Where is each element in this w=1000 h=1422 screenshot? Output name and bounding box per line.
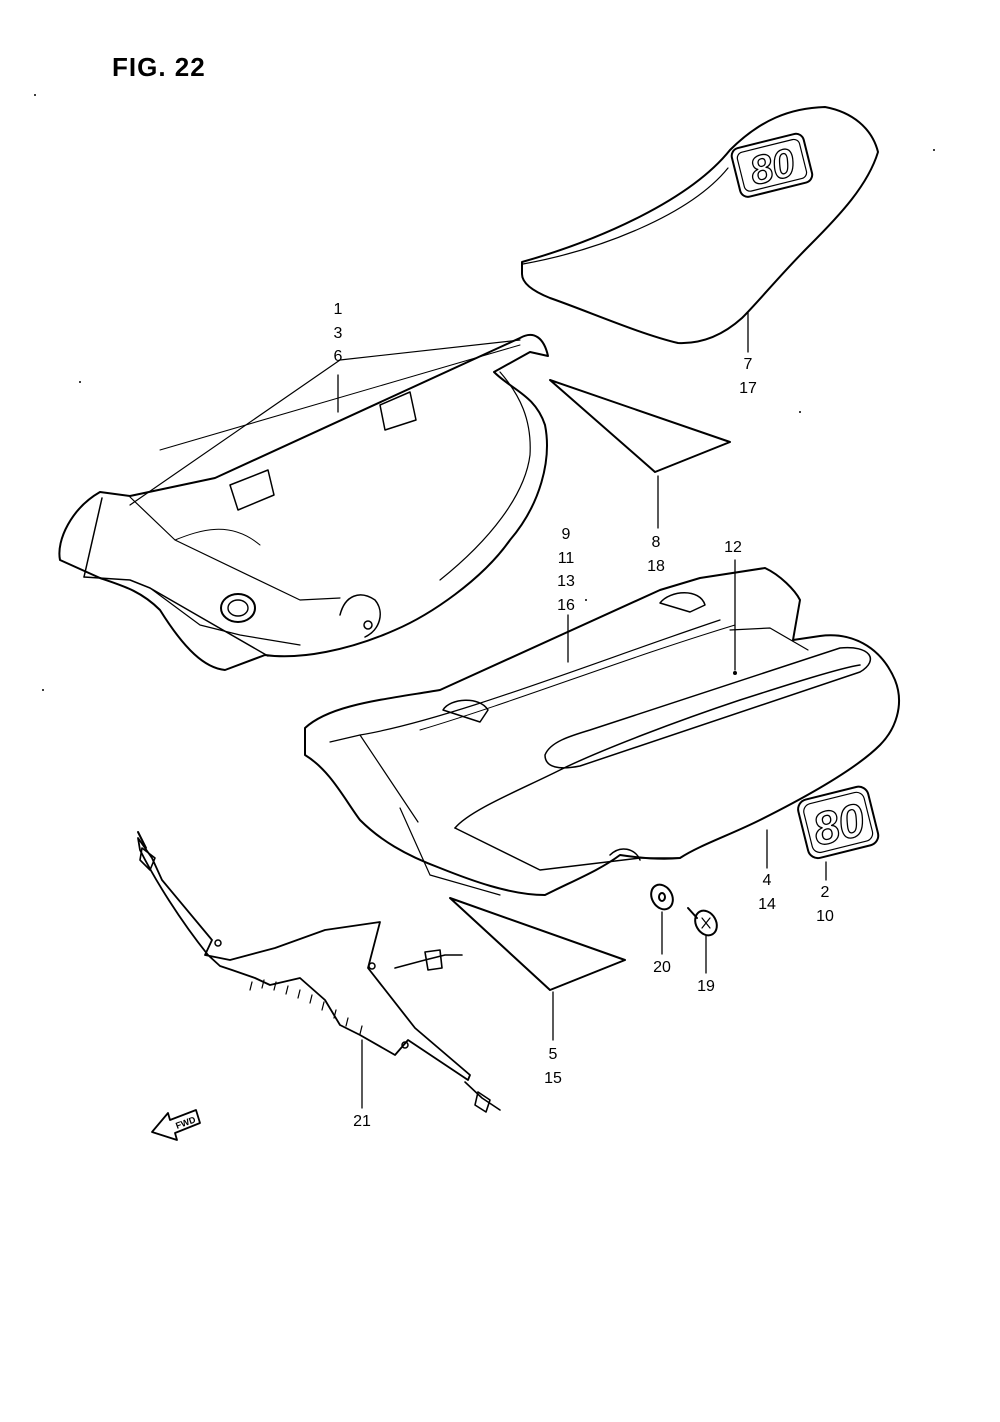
callout-number: 1 bbox=[333, 301, 343, 318]
callout-number: 18 bbox=[647, 557, 665, 575]
screw-part bbox=[687, 907, 718, 937]
callout-number: 21 bbox=[353, 1113, 371, 1130]
callout-number: 6 bbox=[333, 348, 343, 365]
callout-19: 19 bbox=[676, 975, 736, 999]
callout-12: 12 bbox=[703, 536, 763, 560]
callout-number: 17 bbox=[739, 379, 757, 397]
callout-number: 8 bbox=[651, 534, 661, 551]
callout-number: 13 bbox=[557, 573, 575, 590]
seat-emblem-80: 80 bbox=[730, 132, 814, 198]
callout-number: 9 bbox=[561, 526, 571, 543]
callout-21: 21 bbox=[332, 1110, 392, 1134]
leader-lines bbox=[337, 311, 827, 1109]
washer-part bbox=[650, 883, 674, 911]
callout-1-3-6: 1 3 6 bbox=[308, 298, 368, 369]
callout-number: 4 bbox=[762, 872, 772, 889]
callout-20: 20 bbox=[632, 956, 692, 980]
callout-4-14: 4 14 bbox=[737, 869, 797, 916]
fwd-arrow-icon: FWD bbox=[151, 1109, 201, 1141]
callout-number: 15 bbox=[544, 1069, 562, 1087]
side-emblem-text: 80 bbox=[808, 793, 871, 856]
seat-part: 80 bbox=[521, 106, 879, 345]
callout-number: 19 bbox=[697, 978, 715, 995]
triangle-sticker-upper bbox=[549, 379, 731, 473]
callout-number: 7 bbox=[743, 356, 753, 373]
callout-7-17: 7 17 bbox=[718, 353, 778, 400]
wiring-bracket-part bbox=[137, 831, 501, 1113]
callout-number: 16 bbox=[557, 596, 575, 614]
callout-2-10: 2 10 bbox=[795, 881, 855, 928]
callout-8-18: 8 18 bbox=[626, 531, 686, 578]
callout-number: 11 bbox=[557, 549, 575, 567]
callout-9-11-13-16: 9 11 13 16 bbox=[536, 523, 596, 617]
callout-number: 10 bbox=[816, 907, 834, 925]
triangle-sticker-lower bbox=[449, 897, 626, 991]
callout-number: 5 bbox=[548, 1046, 558, 1063]
right-frame-cover-part bbox=[304, 567, 900, 896]
side-emblem-80-part: 80 bbox=[797, 785, 880, 860]
callout-number: 3 bbox=[333, 324, 343, 342]
callout-5-15: 5 15 bbox=[523, 1043, 583, 1090]
left-frame-cover-part bbox=[58, 333, 549, 671]
callout-number: 2 bbox=[820, 884, 830, 901]
callout-number: 20 bbox=[653, 959, 671, 976]
callout-number: 14 bbox=[758, 895, 776, 913]
figure-title: FIG. 22 bbox=[112, 52, 206, 82]
scan-artifacts bbox=[34, 94, 935, 691]
callout-number: 12 bbox=[724, 539, 742, 556]
